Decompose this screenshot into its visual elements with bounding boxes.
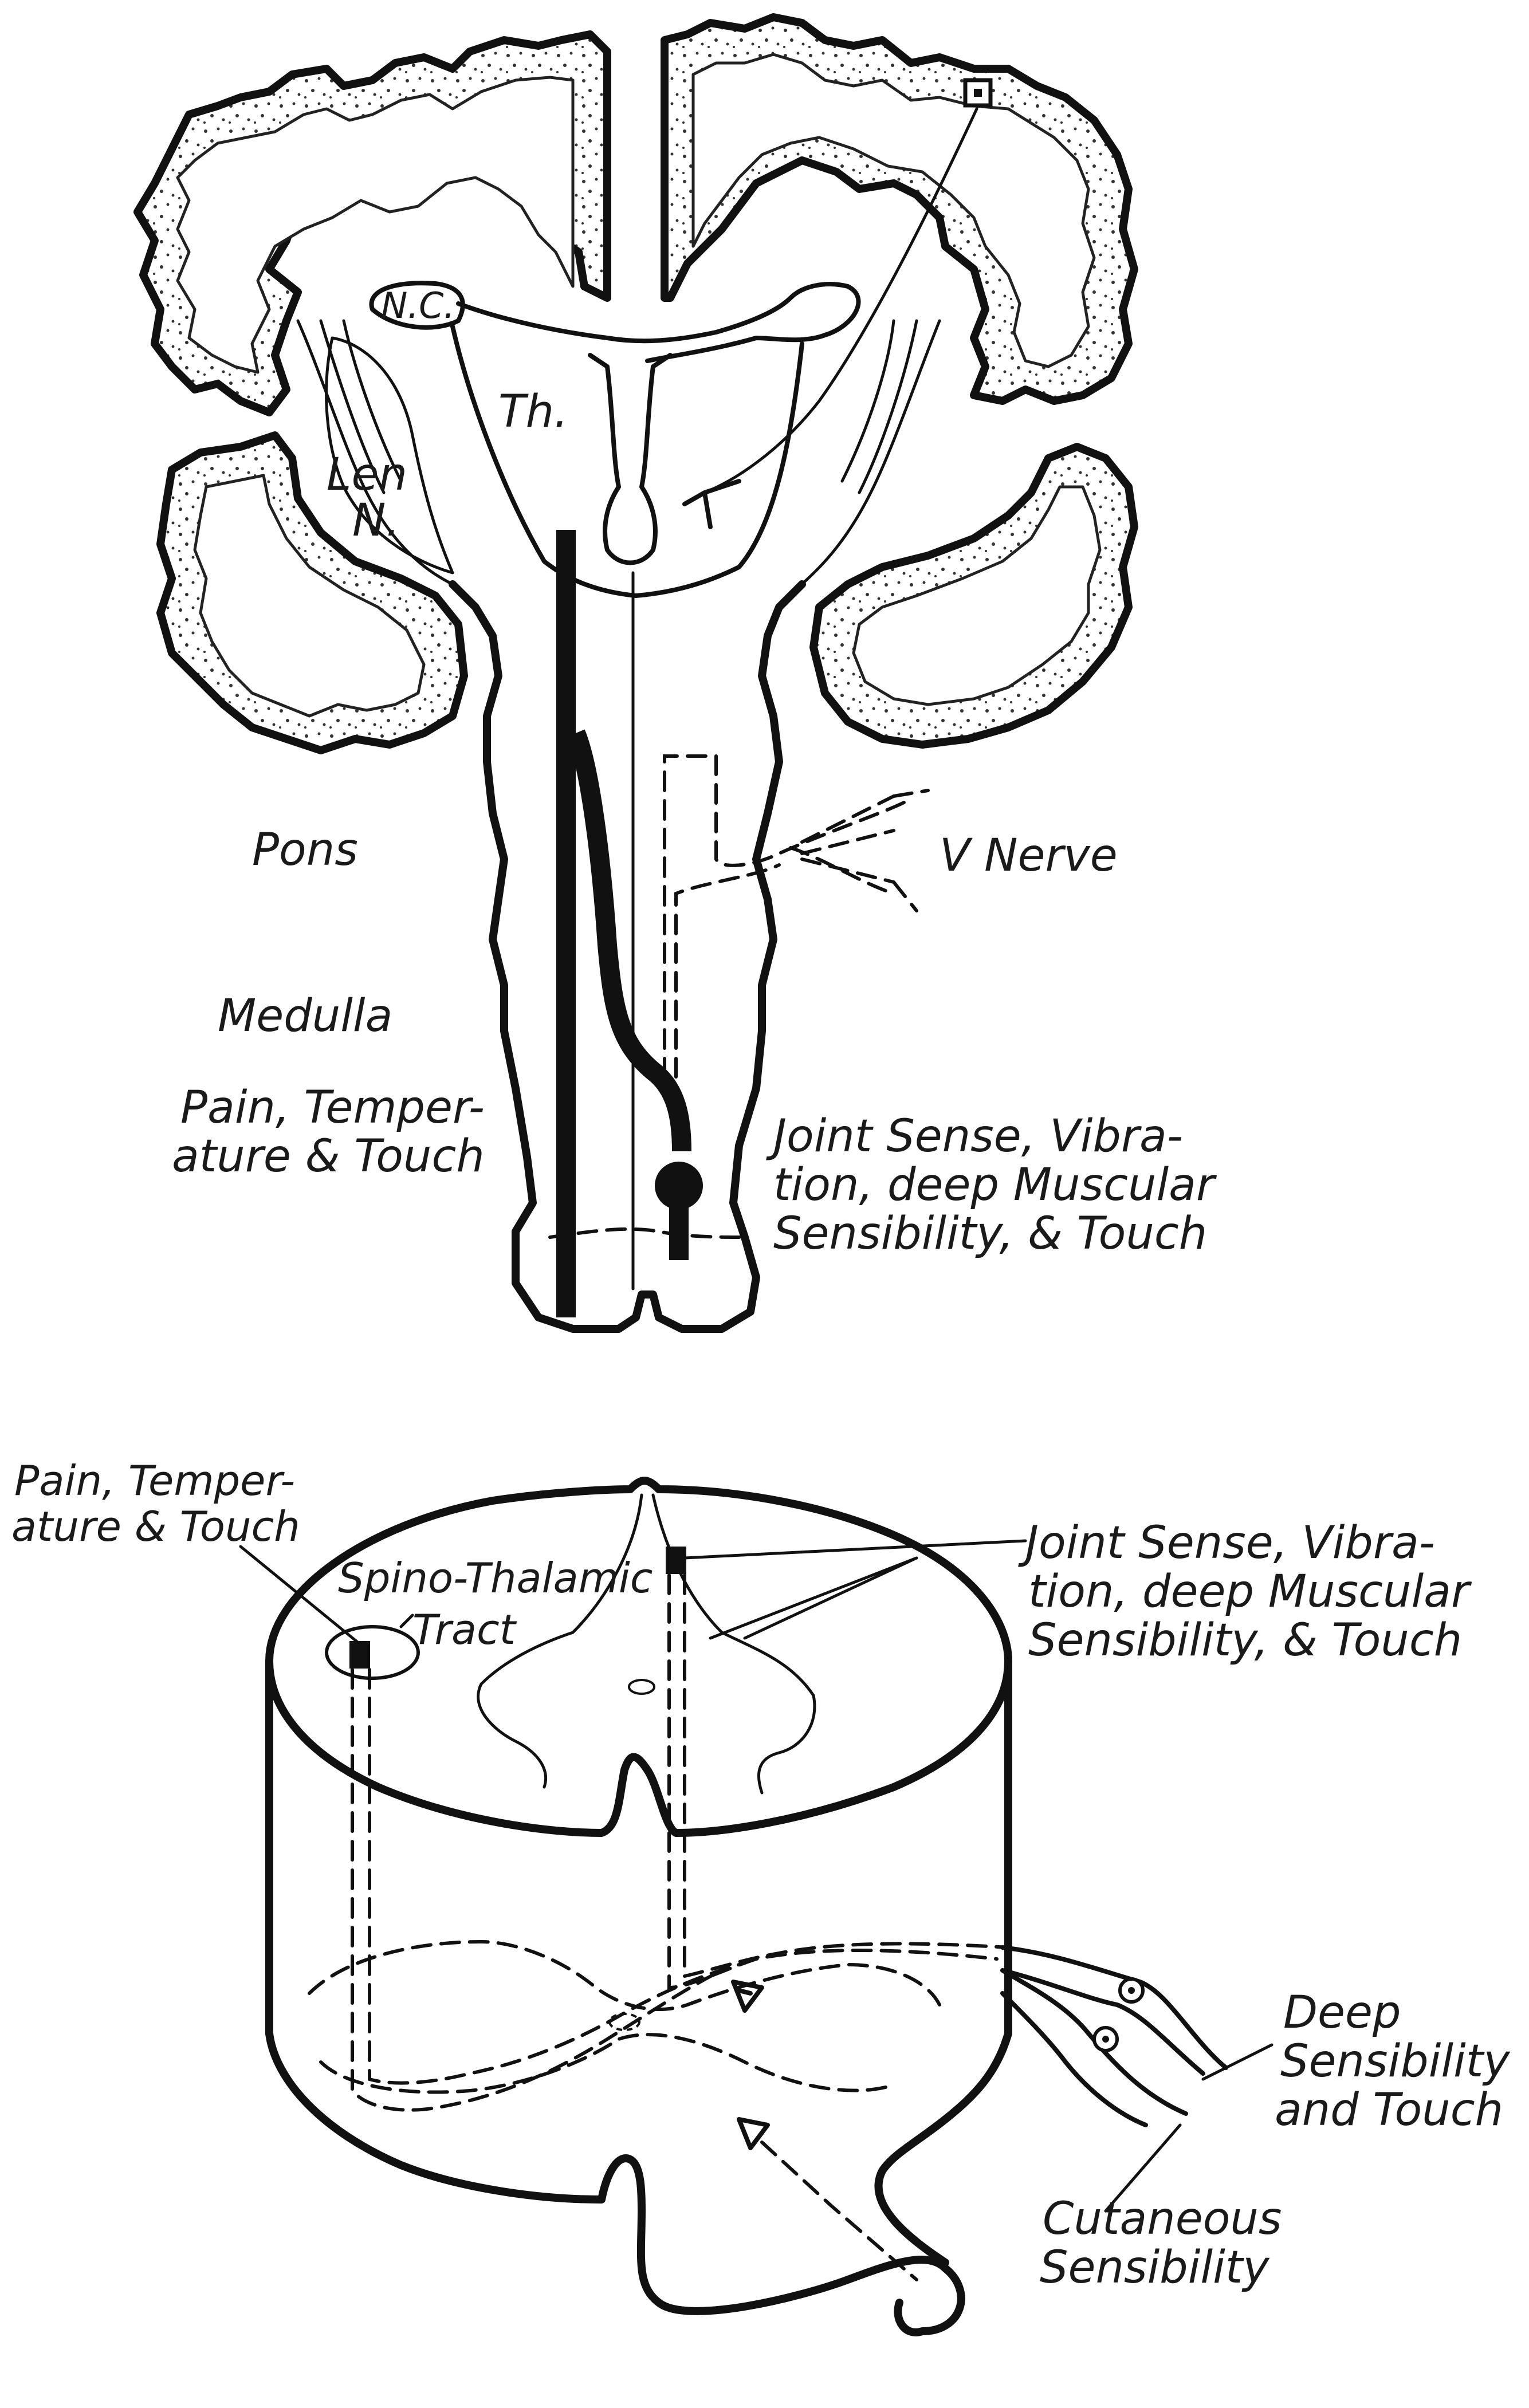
label-joint-cord-3: Sensibility, & Touch xyxy=(1028,1615,1462,1666)
cord-root-bottom xyxy=(878,2033,1008,2263)
thalamic-neuron xyxy=(685,481,739,527)
spino-pointer xyxy=(401,1615,412,1627)
label-joint-brain-3: Sensibility, & Touch xyxy=(773,1208,1207,1260)
medulla-dashed-floor xyxy=(550,1229,745,1237)
label-deep-1: Deep xyxy=(1283,1987,1401,2039)
third-ventricle xyxy=(590,355,670,563)
trigeminal-nerve xyxy=(802,790,928,911)
spinothalamic-tract-ellipse xyxy=(327,1627,418,1678)
label-thalamus: Th. xyxy=(498,386,568,438)
spinothalamic-fiber-dashed xyxy=(352,1670,739,2110)
cortical-receptor-dot xyxy=(974,89,982,97)
label-deep-2: Sensibility xyxy=(1280,2036,1511,2087)
label-pain-brain-1: Pain, Temper- xyxy=(180,1082,485,1134)
dorsal-column-fiber-dashed xyxy=(669,1575,1008,1988)
label-pons: Pons xyxy=(252,824,358,876)
label-medulla: Medulla xyxy=(218,990,392,1042)
label-len-line2: N. xyxy=(352,495,400,546)
ganglion-cell-lower-dot xyxy=(1102,2036,1109,2043)
lower-grey-matter-dashed xyxy=(309,1942,940,2092)
dorsal-column-dashed xyxy=(665,756,905,1077)
deep-sensibility-pointer xyxy=(1203,2045,1272,2079)
dorsal-root-upper xyxy=(1003,1947,1226,2073)
label-len-line1: Len xyxy=(327,449,407,501)
label-pain-cord-2: ature & Touch xyxy=(11,1502,300,1551)
central-canal xyxy=(629,1680,654,1694)
label-spino-1: Spino-Thalamic xyxy=(338,1554,653,1602)
cord-bottom-edge xyxy=(269,2033,961,2332)
label-pain-brain-2: ature & Touch xyxy=(172,1131,485,1182)
label-v-nerve: V Nerve xyxy=(940,830,1118,882)
label-nc: N.C. xyxy=(381,285,455,326)
ganglion-cell-upper-dot xyxy=(1128,1987,1135,1994)
dorsal-column-marker xyxy=(666,1547,686,1574)
label-cut-1: Cutaneous xyxy=(1043,2193,1282,2245)
label-joint-brain-1: Joint Sense, Vibra- xyxy=(766,1111,1183,1162)
label-joint-cord-2: tion, deep Muscular xyxy=(1028,1566,1472,1618)
cord-top-face xyxy=(269,1481,1008,1833)
label-joint-brain-2: tion, deep Muscular xyxy=(773,1159,1217,1211)
label-pain-cord-1: Pain, Temper- xyxy=(14,1457,295,1505)
medial-lemniscus-tract xyxy=(576,733,682,1151)
top-grey-matter xyxy=(478,1495,815,1793)
label-joint-cord-1: Joint Sense, Vibra- xyxy=(1018,1517,1435,1569)
label-spino-2: Tract xyxy=(412,1606,517,1654)
label-cut-2: Sensibility xyxy=(1040,2242,1270,2293)
thalamus-outline xyxy=(453,326,802,596)
brainstem-outline xyxy=(453,584,802,1329)
label-deep-3: and Touch xyxy=(1275,2084,1503,2136)
